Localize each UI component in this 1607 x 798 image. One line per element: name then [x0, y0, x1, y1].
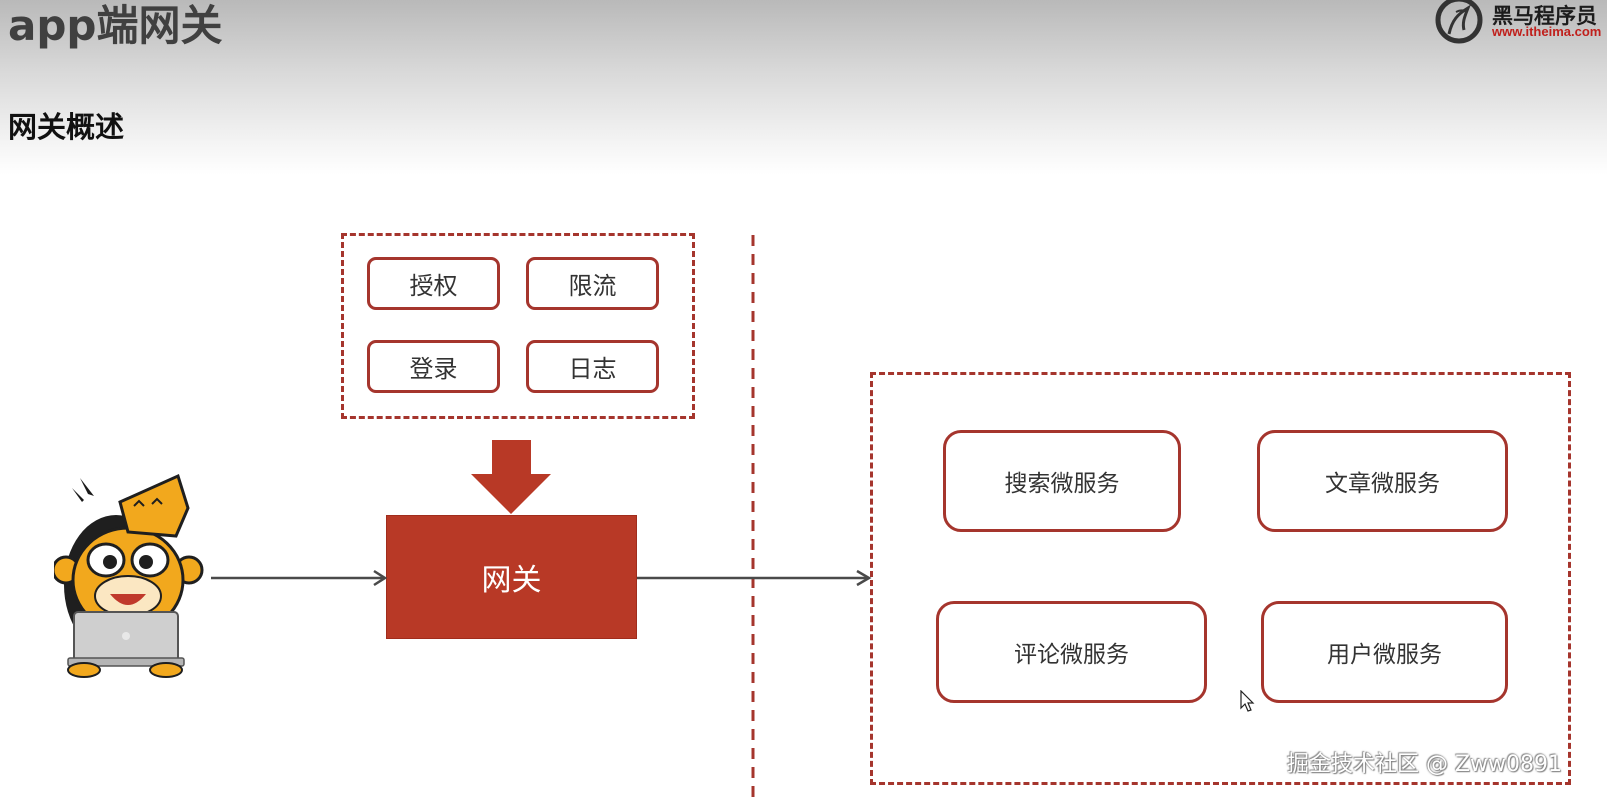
watermark: 掘金技术社区 @ Zww0891 — [1287, 752, 1563, 777]
service-search: 搜索微服务 — [943, 430, 1181, 532]
functions-to-gateway-arrow — [471, 440, 551, 514]
header-band — [0, 0, 1607, 175]
section-title: 网关概述 — [8, 110, 125, 144]
gateway-box: 网关 — [386, 515, 637, 639]
function-logging: 日志 — [526, 340, 659, 393]
service-comment: 评论微服务 — [936, 601, 1207, 703]
service-article: 文章微服务 — [1257, 430, 1508, 532]
client-to-gateway-arrow — [211, 569, 388, 587]
brand-name: 黑马程序员 — [1492, 4, 1597, 28]
function-login: 登录 — [367, 340, 500, 393]
brand-logo: 黑马程序员 www.itheima.com — [1432, 0, 1607, 45]
horse-logo-icon — [1435, 0, 1483, 44]
gateway-to-services-arrow — [637, 569, 872, 587]
monkey-with-laptop-icon — [54, 473, 204, 678]
microservices-group — [870, 372, 1571, 785]
brand-url: www.itheima.com — [1492, 24, 1602, 39]
mouse-cursor-icon — [1240, 690, 1255, 712]
function-authorization: 授权 — [367, 257, 500, 310]
gateway-functions-group — [341, 233, 695, 419]
slide-title: app端网关 — [8, 1, 223, 50]
function-rate-limiting: 限流 — [526, 257, 659, 310]
service-user: 用户微服务 — [1261, 601, 1508, 703]
